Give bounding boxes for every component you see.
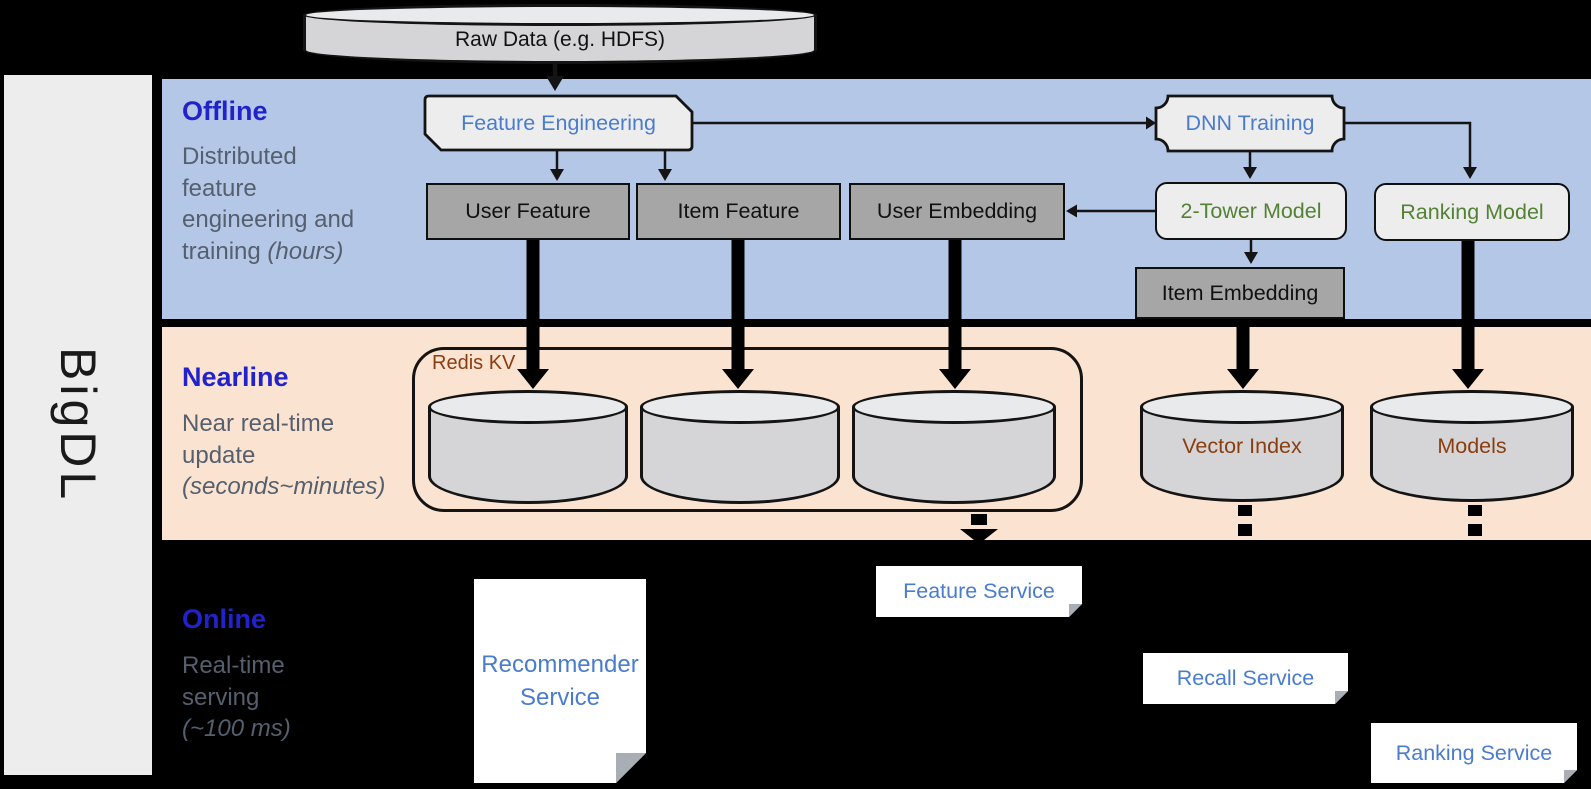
redis-kv-label: Redis KV (432, 352, 516, 374)
feature-service-label: Feature Service (903, 579, 1055, 603)
dashed-link-vector-index-to-recall-service (1238, 505, 1252, 536)
arrow-two-tower-model-to-user-embedding (1066, 204, 1155, 218)
recall-service-label: Recall Service (1176, 666, 1315, 690)
doc-recommender-service: Recommender Service (474, 579, 646, 783)
redis-kv-container (412, 347, 1083, 512)
node-item-embedding: Item Embedding (1135, 267, 1345, 319)
arrow-dnn-training-to-ranking-model (1344, 121, 1477, 179)
offline-description-text: Distributed feature engineering and trai… (182, 143, 355, 265)
node-two-tower-model: 2-Tower Model (1155, 182, 1347, 240)
thick-arrow-item-feature-to-redis (722, 240, 754, 389)
ranking-model-label: Ranking Model (1400, 199, 1544, 224)
online-duration: (~100 ms) (182, 715, 291, 742)
feature-engineering-label: Feature Engineering (461, 110, 656, 135)
vector-index-cylinder: Vector Index (1140, 390, 1344, 502)
node-dnn-training: DNN Training (1156, 96, 1344, 151)
user-feature-label: User Feature (465, 199, 591, 223)
vector-index-label: Vector Index (1182, 434, 1302, 458)
online-description-text: Real-time serving (182, 652, 285, 711)
node-item-feature: Item Feature (636, 183, 841, 240)
feature-engineering-shape (423, 94, 694, 152)
thick-arrow-user-feature-to-redis (517, 240, 549, 389)
thick-arrow-user-embedding-to-redis (939, 240, 971, 389)
nearline-description: Near real-time update (seconds~minutes) (182, 408, 432, 503)
doc-ranking-service: Ranking Service (1371, 723, 1577, 783)
thick-arrow-item-embedding-to-vector-index (1227, 319, 1259, 389)
arrow-feature-engineering-to-user-feature (550, 150, 564, 181)
cylinder-top-ellipse (640, 390, 840, 424)
doc-feature-service: Feature Service (876, 566, 1082, 617)
nearline-title: Nearline (182, 362, 289, 392)
online-description: Real-time serving (~100 ms) (182, 650, 432, 745)
dnn-training-label: DNN Training (1185, 111, 1315, 135)
bigdl-label: BigDL (50, 346, 106, 504)
thick-arrow-ranking-model-to-models (1452, 241, 1484, 389)
node-user-feature: User Feature (426, 183, 630, 240)
cylinder-top-ellipse (1370, 390, 1574, 424)
offline-title: Offline (182, 96, 268, 126)
redis-shard-cylinder-2 (640, 390, 840, 504)
node-feature-engineering: Feature Engineering (425, 96, 692, 150)
redis-shard-cylinder-1 (428, 390, 628, 504)
arrow-two-tower-model-to-item-embedding (1244, 240, 1258, 264)
arrow-dnn-training-to-two-tower-model (1243, 151, 1257, 179)
bigdl-strip: BigDL (4, 75, 152, 775)
cylinder-top-ellipse (303, 4, 817, 26)
cylinder-top-ellipse (428, 390, 628, 424)
offline-description: Distributed feature engineering and trai… (182, 141, 432, 267)
dashed-arrow-redis-to-feature-service (960, 514, 998, 544)
dnn-training-shape (1154, 94, 1346, 153)
arrow-raw-data-to-feature-engineering (546, 63, 564, 91)
nearline-description-text: Near real-time update (182, 410, 335, 469)
cylinder-top-ellipse (1140, 390, 1344, 424)
doc-recall-service: Recall Service (1143, 653, 1348, 704)
online-title: Online (182, 604, 267, 634)
arrow-feature-engineering-to-item-feature (658, 150, 672, 181)
two-tower-model-label: 2-Tower Model (1180, 198, 1322, 223)
user-embedding-label: User Embedding (876, 199, 1038, 223)
dashed-link-models-to-ranking-service (1468, 505, 1482, 536)
redis-shard-cylinder-3 (852, 390, 1056, 504)
raw-data-cylinder: Raw Data (e.g. HDFS) (303, 4, 817, 64)
nearline-duration: (seconds~minutes) (182, 473, 386, 500)
item-embedding-label: Item Embedding (1161, 280, 1319, 305)
models-cylinder: Models (1370, 390, 1574, 502)
offline-duration: (hours) (267, 237, 344, 265)
raw-data-label: Raw Data (e.g. HDFS) (454, 28, 666, 51)
arrow-feature-engineering-to-dnn-training (692, 116, 1156, 130)
cylinder-top-ellipse (852, 390, 1056, 424)
item-feature-label: Item Feature (677, 199, 800, 223)
node-ranking-model: Ranking Model (1374, 183, 1570, 241)
node-user-embedding: User Embedding (849, 183, 1065, 240)
ranking-service-label: Ranking Service (1395, 740, 1553, 765)
models-label: Models (1437, 434, 1507, 458)
recommender-service-label: Recommender Service (481, 651, 639, 711)
